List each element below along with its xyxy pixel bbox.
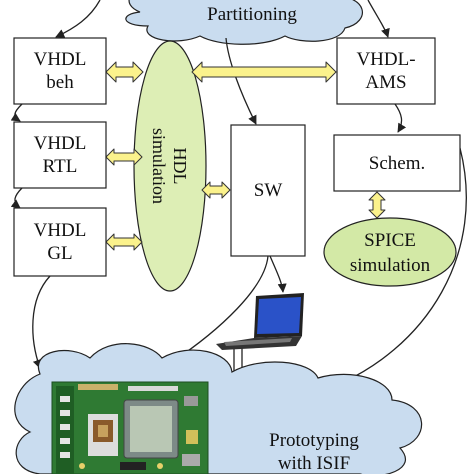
flow-connectors (10, 0, 467, 409)
vhdl-gl-line1: VHDL (34, 220, 87, 241)
sw-label: SW (254, 180, 283, 201)
arrow-hdl-sw (201, 181, 231, 199)
schem-box: Schem. (333, 134, 461, 192)
partitioning-label: Partitioning (207, 4, 297, 25)
vhdl-gl-line2: GL (47, 243, 72, 264)
spice-line1: SPICE (364, 230, 416, 251)
spice-line2: simulation (350, 255, 431, 276)
arrow-beh-to-rtl (10, 103, 23, 122)
arrow-ams-to-schem (394, 103, 407, 133)
vhdl-rtl-line1: VHDL (34, 133, 87, 154)
hdl-simulation-node: HDL simulation (133, 40, 207, 292)
arrow-gl-to-prototyping (32, 275, 51, 369)
vhdl-rtl-box: VHDL RTL (13, 121, 107, 189)
prototyping-label-line2: with ISIF (278, 453, 350, 474)
vhdl-ams-line2: AMS (365, 72, 406, 93)
sw-box: SW (230, 124, 306, 257)
arrow-schem-spice (368, 191, 386, 219)
laptop-icon (216, 293, 304, 350)
partitioning-cloud: Partitioning (125, 0, 363, 45)
vhdl-beh-box: VHDL beh (13, 37, 107, 105)
arrow-gl-hdl (105, 233, 143, 251)
arrow-rtl-hdl (105, 148, 143, 166)
hdl-simulation-line1: HDL (170, 148, 190, 185)
arrow-schem-to-prototyping (324, 147, 467, 392)
arrow-hdl-ams (191, 61, 337, 83)
double-arrows (105, 61, 386, 251)
vhdl-ams-box: VHDL- AMS (336, 37, 436, 105)
vhdl-ams-line1: VHDL- (356, 49, 415, 70)
vhdl-beh-line2: beh (46, 72, 74, 93)
arrow-beh-hdl (105, 61, 144, 83)
arrow-sw-to-laptop (269, 255, 287, 293)
arrow-partitioning-to-beh (55, 0, 101, 38)
hdl-simulation-line2: simulation (149, 128, 169, 204)
arrow-partitioning-to-ams (367, 0, 390, 38)
arrow-partitioning-to-sw (225, 37, 257, 125)
vhdl-beh-line1: VHDL (34, 49, 87, 70)
prototyping-label-line1: Prototyping (269, 430, 359, 451)
schem-label: Schem. (369, 153, 425, 174)
spice-simulation-node: SPICE simulation (323, 217, 457, 287)
vhdl-rtl-line2: RTL (43, 156, 78, 177)
arrow-rtl-to-gl (10, 187, 23, 209)
circuit-board-image (51, 381, 209, 474)
vhdl-gl-box: VHDL GL (13, 207, 107, 277)
